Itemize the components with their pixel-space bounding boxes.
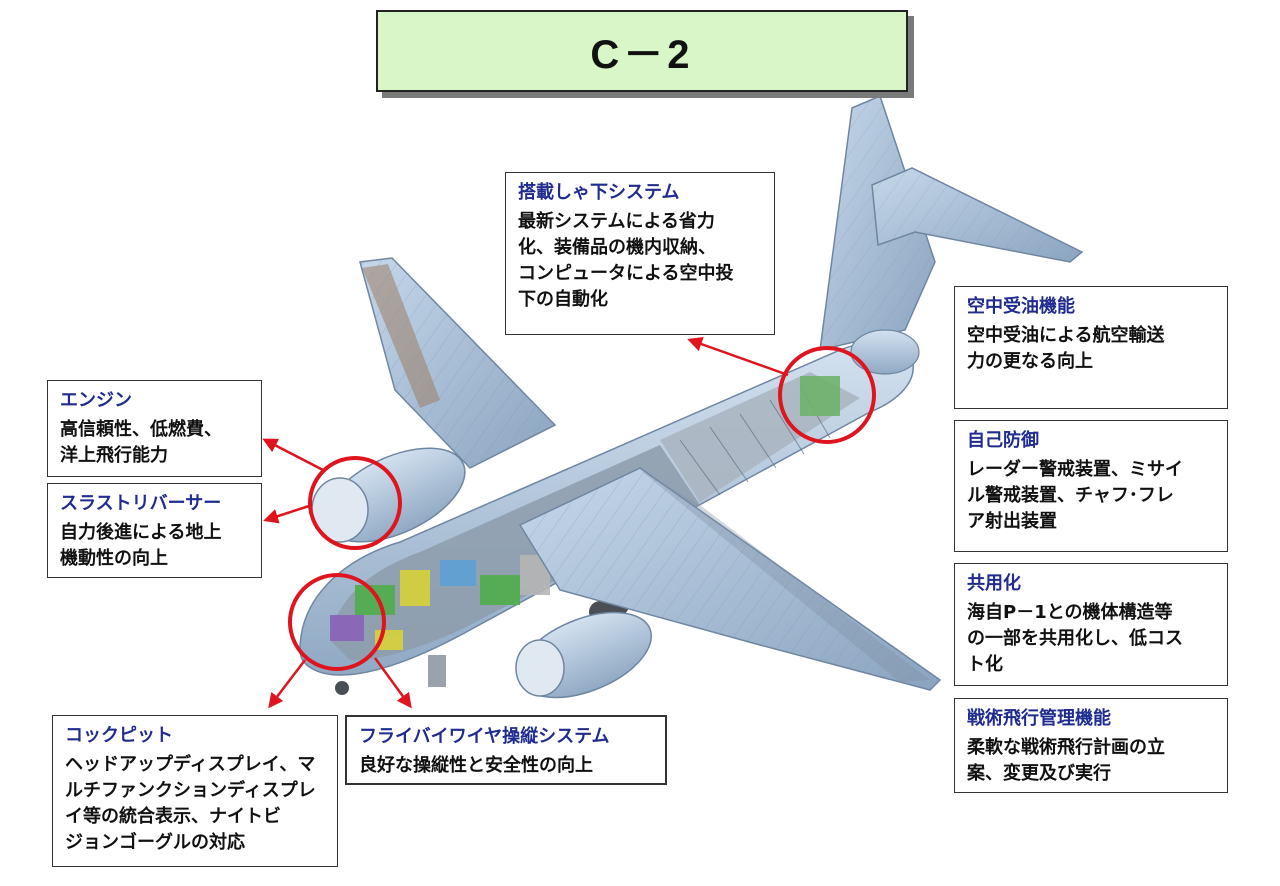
callout-heading: 自己防御 <box>967 430 1039 451</box>
arrow-to-cargo <box>687 336 789 377</box>
arrow-to-engine <box>262 438 324 472</box>
callout-body: 海自P－1との機体構造等 の一部を共用化し、低コス ト化 <box>967 602 1183 675</box>
callout-heading: コックピット <box>65 725 173 746</box>
callout-body: 自力後進による地上 機動性の向上 <box>60 522 222 569</box>
highlight-circle-engine <box>308 456 402 550</box>
callout-thrust-reverser: スラストリバーサー 自力後進による地上 機動性の向上 <box>47 483 262 578</box>
callout-fly-by-wire: フライバイワイヤ操縦システム 良好な操縦性と安全性の向上 <box>345 715 667 785</box>
callout-tactical-flight-management: 戦術飛行管理機能 柔軟な戦術飛行計画の立 案、変更及び実行 <box>954 698 1228 793</box>
highlight-circle-cockpit <box>288 573 386 671</box>
callout-body: 空中受油による航空輸送 力の更なる向上 <box>967 325 1165 372</box>
callout-heading: スラストリバーサー <box>60 493 222 514</box>
callout-aerial-refueling: 空中受油機能 空中受油による航空輸送 力の更なる向上 <box>954 286 1228 409</box>
callout-heading: 搭載しゃ下システム <box>518 182 680 203</box>
right-wing <box>518 467 942 691</box>
horizontal-tail <box>871 167 1084 263</box>
callout-body: 高信頼性、低燃費、 洋上飛行能力 <box>60 419 222 466</box>
callout-body: ヘッドアップディスプレイ、マ ルチファンクションディスプレ イ等の統合表示、ナイ… <box>65 754 316 853</box>
callout-engine: エンジン 高信頼性、低燃費、 洋上飛行能力 <box>47 380 262 477</box>
left-wing <box>359 257 557 469</box>
right-engine <box>515 611 653 699</box>
callout-heading: エンジン <box>60 390 132 411</box>
callout-heading: 共用化 <box>967 573 1021 594</box>
left-engine <box>311 447 466 543</box>
callout-cockpit: コックピット ヘッドアップディスプレイ、マ ルチファンクションディスプレ イ等の… <box>52 715 338 867</box>
callout-self-defense: 自己防御 レーダー警戒装置、ミサイ ル警戒装置、チャフ･フレ ア射出装置 <box>954 420 1228 552</box>
callout-commonality: 共用化 海自P－1との機体構造等 の一部を共用化し、低コス ト化 <box>954 563 1228 686</box>
callout-heading: 空中受油機能 <box>967 296 1075 317</box>
callout-heading: フライバイワイヤ操縦システム <box>359 726 610 747</box>
arrow-to-cockpit <box>268 659 306 709</box>
callout-body: 最新システムによる省力 化、装備品の機内収納、 コンピュータによる空中投 下の自… <box>518 211 734 310</box>
arrow-to-reverser <box>263 503 313 524</box>
callout-body: レーダー警戒装置、ミサイ ル警戒装置、チャフ･フレ ア射出装置 <box>967 459 1183 532</box>
callout-body: 柔軟な戦術飛行計画の立 案、変更及び実行 <box>967 737 1165 784</box>
page-title: C－2 <box>376 10 908 92</box>
highlight-circle-refuel <box>778 346 876 444</box>
callout-body: 良好な操縦性と安全性の向上 <box>359 755 593 776</box>
arrow-to-fbw <box>373 657 412 709</box>
callout-cargo-system: 搭載しゃ下システム 最新システムによる省力 化、装備品の機内収納、 コンピュータ… <box>505 172 775 335</box>
callout-heading: 戦術飛行管理機能 <box>967 708 1111 729</box>
